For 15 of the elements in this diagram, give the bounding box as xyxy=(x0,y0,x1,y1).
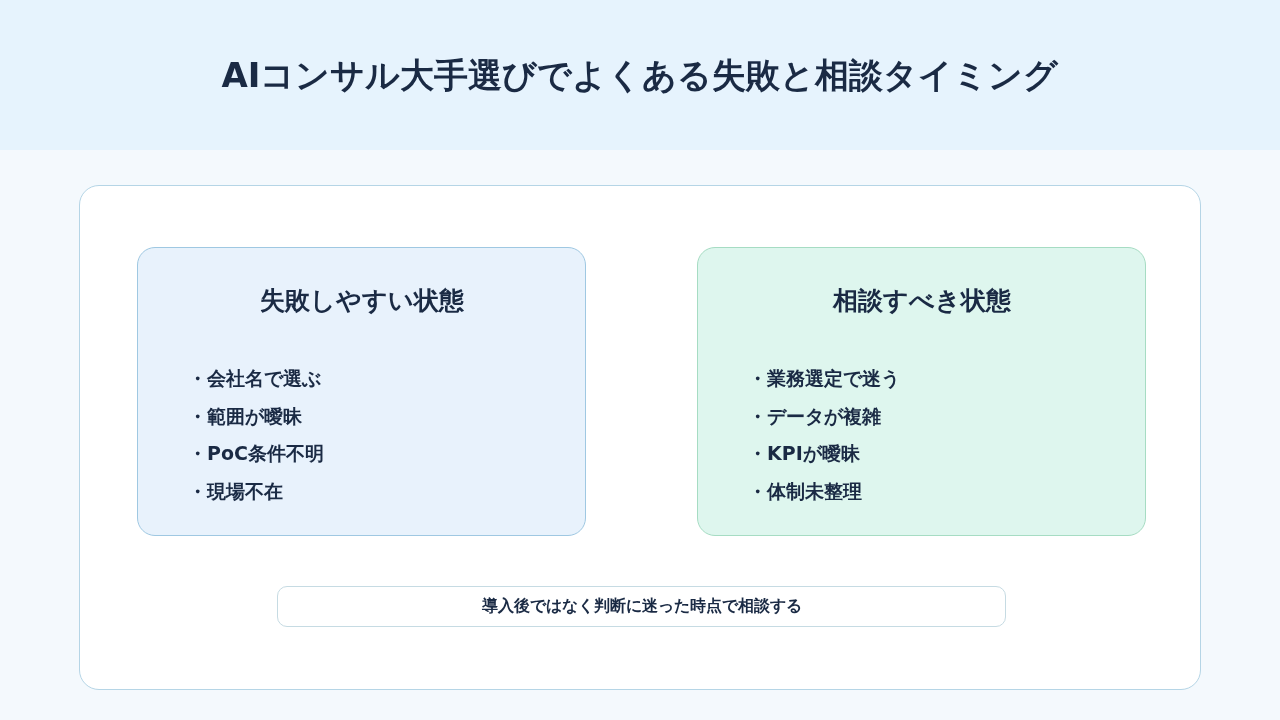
list-item: ・体制未整理 xyxy=(748,478,862,504)
list-item: ・PoC条件不明 xyxy=(188,441,324,466)
panel-heading: 相談すべき状態 xyxy=(831,285,1012,317)
list-item: ・会社名で選ぶ xyxy=(188,366,321,391)
list-item: ・データが複雑 xyxy=(748,403,881,429)
list-item: ・範囲が曖昧 xyxy=(188,403,302,429)
info-panel xyxy=(697,247,1146,536)
list-item: ・業務選定で迷う xyxy=(748,366,900,391)
page-title: AIコンサル大手選びでよくある失敗と相談タイミング xyxy=(220,54,1060,97)
content-card xyxy=(79,185,1201,690)
panel-heading: 失敗しやすい状態 xyxy=(258,285,465,317)
note-banner: 導入後ではなく判断に迷った時点で相談する xyxy=(277,586,1006,627)
list-item: ・KPIが曖昧 xyxy=(748,441,860,466)
list-item: ・現場不在 xyxy=(188,478,283,504)
info-panel xyxy=(137,247,586,536)
